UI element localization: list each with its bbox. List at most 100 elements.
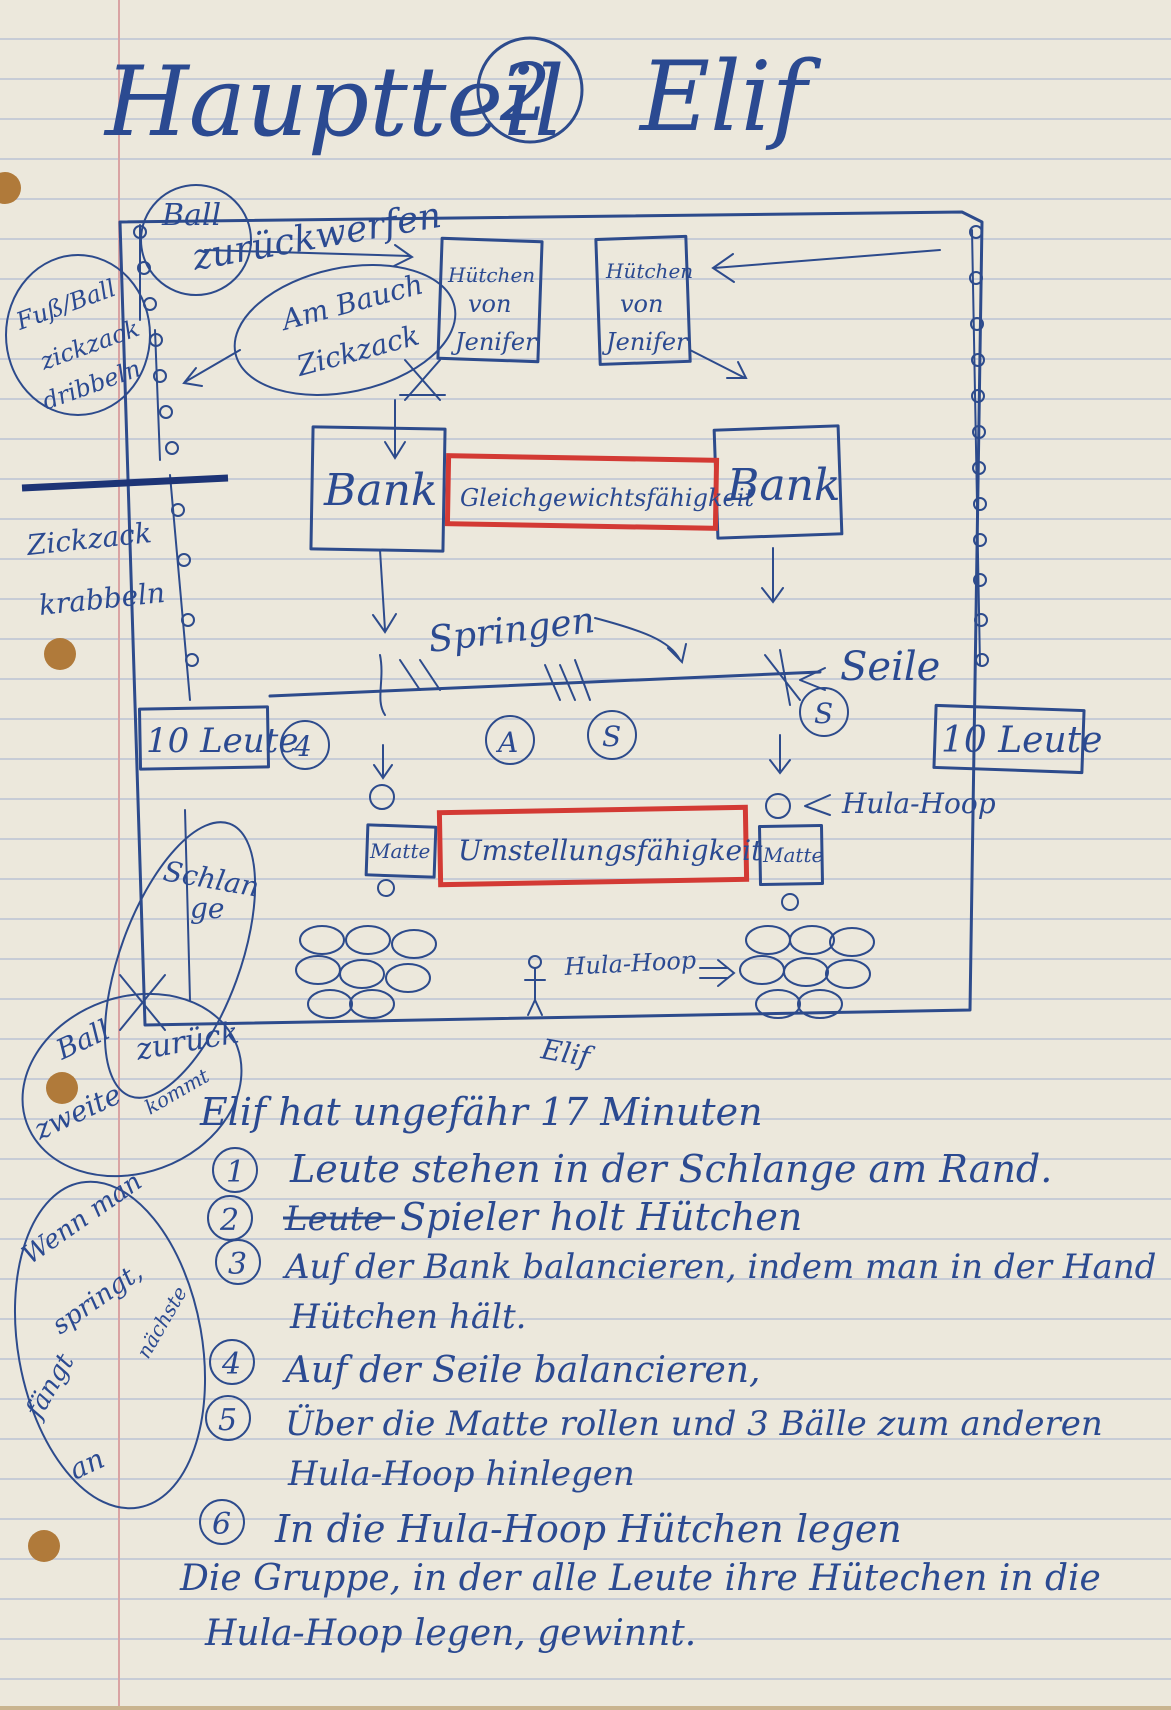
cones-box-2: [594, 234, 692, 366]
people-queue-left: [133, 224, 199, 701]
cones-box-1: [436, 236, 544, 364]
when-line-4: an: [64, 1442, 109, 1487]
people-queue-right: [969, 225, 989, 667]
elif-figure: [524, 967, 546, 1016]
ball-mat-left: [369, 784, 395, 810]
station-4-label: 4: [293, 730, 312, 763]
dribble-circle: [5, 254, 151, 416]
note-5-number: 5: [218, 1403, 237, 1438]
number-circle: [476, 36, 584, 144]
note-5-text-cont: Hula-Hoop hinlegen: [287, 1454, 635, 1494]
hula-hoops-left: [295, 925, 437, 1019]
note-3-text-cont: Hütchen hält.: [289, 1297, 527, 1337]
station-s2-label: S: [814, 697, 833, 730]
hula-hoop-label-right: Hula-Hoop: [841, 787, 996, 820]
elif-figure-head: [528, 955, 542, 969]
note-6-text: In die Hula-Hoop Hütchen legen: [274, 1507, 902, 1551]
note-2-circle: [207, 1195, 253, 1241]
note-2-number: 2: [219, 1203, 239, 1238]
snake-crossed-figure: [119, 809, 191, 1031]
punch-hole: [46, 1072, 78, 1104]
hula-hoop-label-bottom: Hula-Hoop: [563, 946, 697, 981]
note-1-text: Leute stehen in der Schlange am Rand.: [289, 1147, 1052, 1191]
crawl-line-2: krabbeln: [37, 576, 166, 622]
note-3-text: Auf der Bank balancieren, indem man in d…: [282, 1247, 1156, 1287]
station-circle-s2: [799, 687, 849, 737]
bench-right-label: Bank: [726, 460, 841, 511]
ball-back-line-2: zurück: [132, 1015, 241, 1068]
note-result: Die Gruppe, in der alle Leute ihre Hütec…: [179, 1558, 1101, 1599]
cones-1-line-1: Hütchen: [447, 263, 535, 287]
punch-hole: [28, 1530, 60, 1562]
mat-right-label: Matte: [762, 843, 823, 867]
cones-1-line-2: von: [468, 290, 511, 318]
when-note-circle: [13, 1180, 207, 1510]
divider-line: [21, 474, 229, 492]
mat-left: [364, 823, 438, 879]
adapt-box: [436, 804, 750, 888]
author-name: Elif: [638, 41, 821, 153]
elif-label: Elif: [538, 1032, 597, 1074]
adapt-label: Umstellungsfähigkeit: [458, 834, 763, 867]
people-right-label: 10 Leute: [941, 720, 1102, 761]
when-line-2: springt,: [47, 1257, 148, 1341]
note-5-text: Über die Matte rollen und 3 Bälle zum an…: [285, 1403, 1103, 1444]
arrow-down-mat-left: [373, 744, 393, 780]
ball-label: Ball: [161, 198, 221, 233]
note-1-circle: [212, 1147, 258, 1193]
balance-box: [444, 453, 720, 531]
arrow-to-hula: [804, 794, 831, 816]
arrow-down-mat-right: [769, 734, 791, 775]
snake-oval: [103, 821, 257, 1099]
people-box-right: [932, 703, 1086, 775]
mat-right: [757, 823, 825, 887]
snake-line-2: ge: [190, 892, 225, 925]
note-6-number: 6: [212, 1507, 231, 1542]
arrow-in-right: [711, 249, 941, 283]
station-circle-a: [485, 715, 535, 765]
balance-label: Gleichgewichtsfähigkeit: [460, 484, 754, 512]
station-circle-4: [280, 720, 330, 770]
note-2-text: Spieler holt Hütchen: [400, 1195, 802, 1239]
arrow-down-right-bench: [761, 547, 784, 604]
arrow-right: [204, 244, 414, 267]
when-line-5: nächste: [132, 1282, 192, 1362]
ball-back-circle: [21, 992, 243, 1178]
ball-mat-right: [765, 793, 791, 819]
jump-label: Springen: [426, 600, 597, 661]
rope-line: [268, 670, 822, 698]
station-circle-s1: [587, 710, 637, 760]
title-number: 2: [499, 46, 551, 139]
cones-2-line-1: Hütchen: [605, 259, 693, 283]
punch-hole: [44, 638, 76, 670]
note-1-number: 1: [226, 1155, 245, 1190]
note-duration: Elif hat ungefähr 17 Minuten: [199, 1090, 763, 1134]
ball-under-mat-left: [377, 879, 395, 897]
bench-left-label: Bank: [323, 465, 438, 516]
station-s1-label: S: [602, 720, 621, 753]
bench-left: [309, 425, 447, 553]
jump-arrow: [594, 617, 687, 664]
arrow-to-hoops: [699, 959, 736, 987]
when-line-3: fängt: [19, 1348, 81, 1425]
hula-hoops-right: [739, 925, 875, 1019]
note-4-number: 4: [221, 1347, 241, 1382]
note-3-circle: [215, 1239, 261, 1285]
note-3-number: 3: [228, 1247, 247, 1282]
page-title: Hauptteil: [103, 46, 565, 158]
cones-2-line-2: von: [620, 290, 663, 318]
note-5-circle: [205, 1395, 251, 1441]
station-a-label: A: [495, 726, 518, 759]
cones-2-line-3: Jenifer: [601, 328, 689, 356]
arrow-down-left-bench: [372, 549, 397, 634]
crawl-line-1: Zickzack: [24, 516, 153, 562]
punch-hole: [0, 172, 21, 204]
throw-back-label: zurückwerfen: [188, 195, 444, 279]
cones-1-line-3: Jenifer: [450, 328, 538, 356]
note-result-cont: Hula-Hoop legen, gewinnt.: [204, 1613, 696, 1654]
note-6-circle: [199, 1499, 245, 1545]
arrow-down-right: [689, 349, 748, 379]
rope-marks: [379, 649, 801, 716]
